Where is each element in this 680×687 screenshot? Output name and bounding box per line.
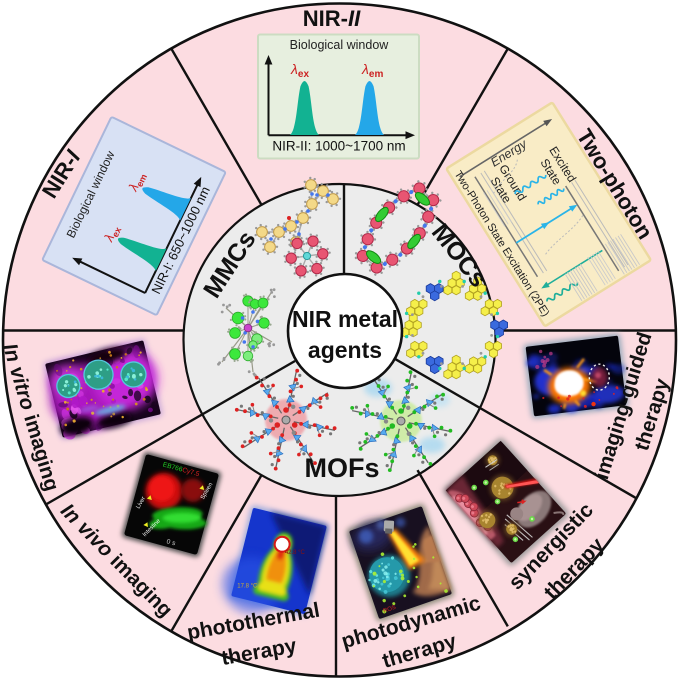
svg-text:MOFs: MOFs [304,453,379,483]
svg-text:Biological window: Biological window [290,38,390,52]
svg-text:42.8 °C: 42.8 °C [285,550,306,556]
svg-text:agents: agents [308,337,382,363]
svg-text:ROS: ROS [383,605,397,615]
svg-text:17.8 °C: 17.8 °C [237,584,258,590]
svg-text:NIR-II: 1000~1700 nm: NIR-II: 1000~1700 nm [272,139,405,154]
svg-text:NIR-II: NIR-II [303,6,361,31]
svg-text:Liver: Liver [136,496,148,510]
svg-text:0 s: 0 s [166,538,177,547]
svg-text:NIR metal: NIR metal [292,306,398,332]
